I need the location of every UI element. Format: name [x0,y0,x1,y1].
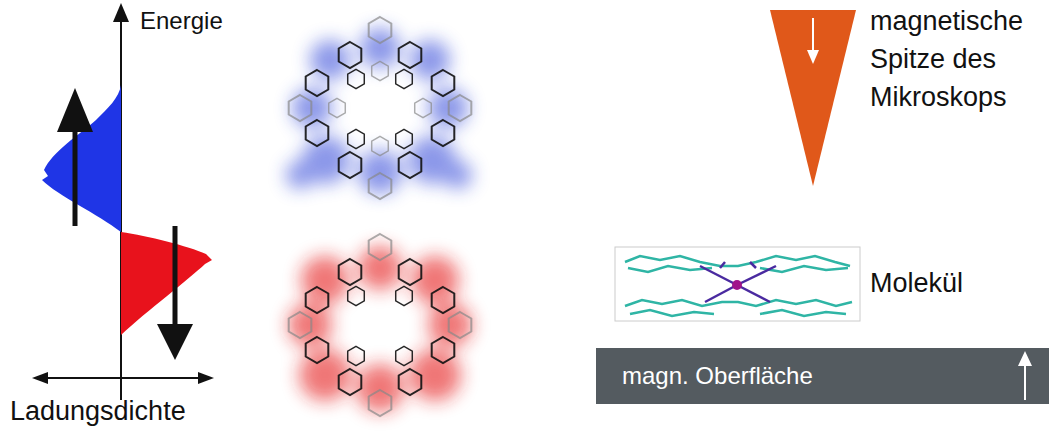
surface-label: magn. Oberfläche [622,362,813,390]
molecule-label: Molekül [870,264,1040,302]
magnetization-arrow [1010,348,1040,404]
tip-label: magnetische Spitze des Mikroskops [870,2,1042,116]
axis-label: Energie [140,2,280,40]
axis-label: Ladungsdichte [10,392,240,430]
surface-band: magn. Oberfläche [596,348,1049,404]
